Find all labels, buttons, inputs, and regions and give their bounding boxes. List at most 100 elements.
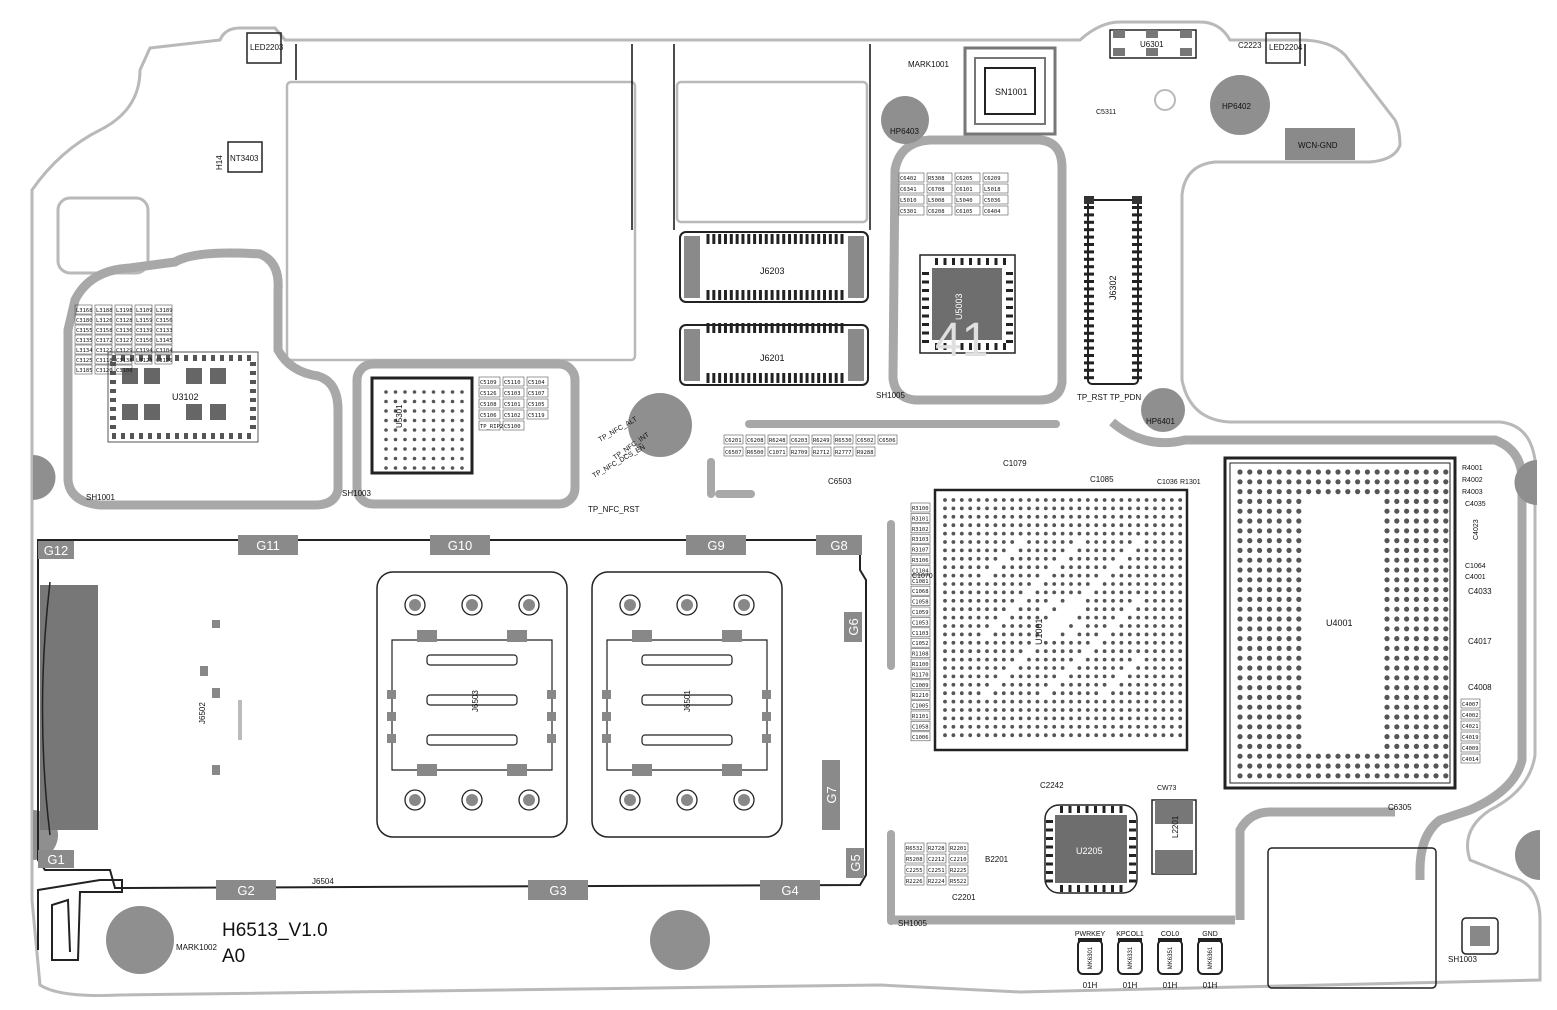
- bga-ball: [968, 615, 973, 620]
- bga-ball: [1043, 506, 1048, 511]
- bga-ball: [985, 531, 989, 536]
- bga-ball: [1027, 548, 1031, 553]
- bga-ball: [968, 506, 973, 511]
- bga-ball: [1153, 531, 1157, 536]
- ic-pin: [1046, 879, 1053, 883]
- sim-slot-j6501: [591, 571, 783, 838]
- bga-ball: [1443, 538, 1449, 544]
- bga-ball: [1153, 716, 1157, 721]
- bga-ball: [1027, 666, 1031, 670]
- bga-ball: [1035, 607, 1040, 612]
- bga-ball: [1266, 577, 1272, 583]
- ic-pin: [1129, 845, 1136, 849]
- bga-ball: [1364, 479, 1370, 485]
- bga-ball: [985, 733, 989, 738]
- bga-ball: [1018, 632, 1023, 637]
- passive-label: R3102: [912, 527, 929, 533]
- bga-ball: [993, 691, 998, 696]
- bga-ball: [1144, 682, 1149, 687]
- label-u4001: U4001: [1326, 618, 1353, 628]
- passive-outline: [910, 700, 931, 710]
- bga-ball: [412, 437, 417, 442]
- ic-pin: [229, 433, 233, 439]
- bga-ball: [1153, 582, 1157, 586]
- bga-ball: [1052, 691, 1057, 696]
- bga-ball: [1010, 506, 1015, 511]
- bga-ball: [1119, 657, 1124, 662]
- connector-j6201: [679, 323, 869, 386]
- bga-ball: [976, 590, 981, 595]
- bga-ball: [441, 447, 445, 451]
- connector-pin: [1084, 294, 1094, 298]
- bga-ball: [1161, 556, 1166, 561]
- bga-ball: [1119, 514, 1124, 519]
- bga-ball: [1384, 734, 1390, 740]
- bga-ball: [1404, 665, 1410, 671]
- bga-ball: [1355, 479, 1361, 485]
- bga-ball: [951, 565, 956, 570]
- bga-ball: [1144, 590, 1149, 595]
- gnd-pad-g3: [528, 880, 588, 900]
- ic-pin: [1094, 806, 1097, 813]
- bga-ball: [1119, 582, 1124, 586]
- sn1001-inner: [974, 57, 1046, 125]
- bga-ball: [1237, 685, 1243, 691]
- bga-ball: [1276, 498, 1282, 504]
- bga-ball: [1077, 708, 1082, 712]
- connector-pin: [782, 323, 786, 333]
- bga-ball: [1413, 508, 1419, 514]
- bga-ball: [1276, 743, 1282, 750]
- bga-ball: [412, 447, 417, 451]
- bga-ball: [1102, 666, 1107, 670]
- bga-ball: [1443, 567, 1449, 573]
- passive-outline: [502, 398, 525, 409]
- label-led2204: LED2204: [1269, 43, 1303, 52]
- bga-ball: [959, 674, 964, 679]
- connector-pin: [1084, 354, 1094, 357]
- bga-ball: [951, 708, 956, 712]
- connector-pin: [840, 323, 844, 333]
- sim-spring: [426, 654, 518, 666]
- bga-ball: [1127, 615, 1132, 620]
- bga-ball: [1266, 606, 1272, 612]
- bga-ball: [1169, 498, 1174, 502]
- bga-ball: [1144, 548, 1149, 553]
- bga-ball: [1423, 773, 1429, 779]
- bga-ball: [1136, 582, 1141, 586]
- bga-ball: [1257, 489, 1263, 495]
- bga-ball: [1127, 649, 1132, 654]
- bga-ball: [959, 657, 964, 662]
- bga-ball: [1010, 649, 1015, 654]
- bga-ball: [968, 674, 973, 679]
- label-j6302: J6302: [1108, 275, 1118, 300]
- bga-ball: [1144, 699, 1149, 704]
- bga-ball: [993, 649, 998, 654]
- bga-ball: [1010, 556, 1015, 561]
- bga-ball: [976, 724, 981, 729]
- bga-ball: [1161, 615, 1166, 620]
- ic-pad: [210, 368, 226, 384]
- passive-label: C5106: [480, 413, 497, 419]
- connector-pin: [1132, 228, 1142, 232]
- bga-ball: [1413, 743, 1419, 750]
- gnd-pad-g8: [816, 535, 862, 555]
- bga-ball: [1161, 514, 1166, 519]
- passive-outline: [74, 304, 93, 315]
- bga-ball: [1094, 540, 1099, 544]
- bga-ball: [976, 506, 981, 511]
- bga-ball: [1286, 557, 1292, 563]
- connector-pin: [1132, 257, 1142, 261]
- bga-ball: [1433, 685, 1439, 691]
- ic-pin: [130, 433, 134, 439]
- connector-pin: [770, 323, 774, 333]
- bga-ball: [1010, 682, 1015, 687]
- bga-ball: [1257, 626, 1263, 632]
- bga-ball: [1102, 582, 1107, 586]
- bga-ball: [1085, 582, 1090, 586]
- bga-ball: [1102, 565, 1107, 570]
- label-sh1005-bottom: SH1005: [898, 919, 927, 928]
- bga-ball: [403, 456, 407, 461]
- ic-pin: [110, 407, 116, 411]
- bga-ball: [431, 399, 436, 404]
- gnd-pad-label: G3: [549, 883, 566, 898]
